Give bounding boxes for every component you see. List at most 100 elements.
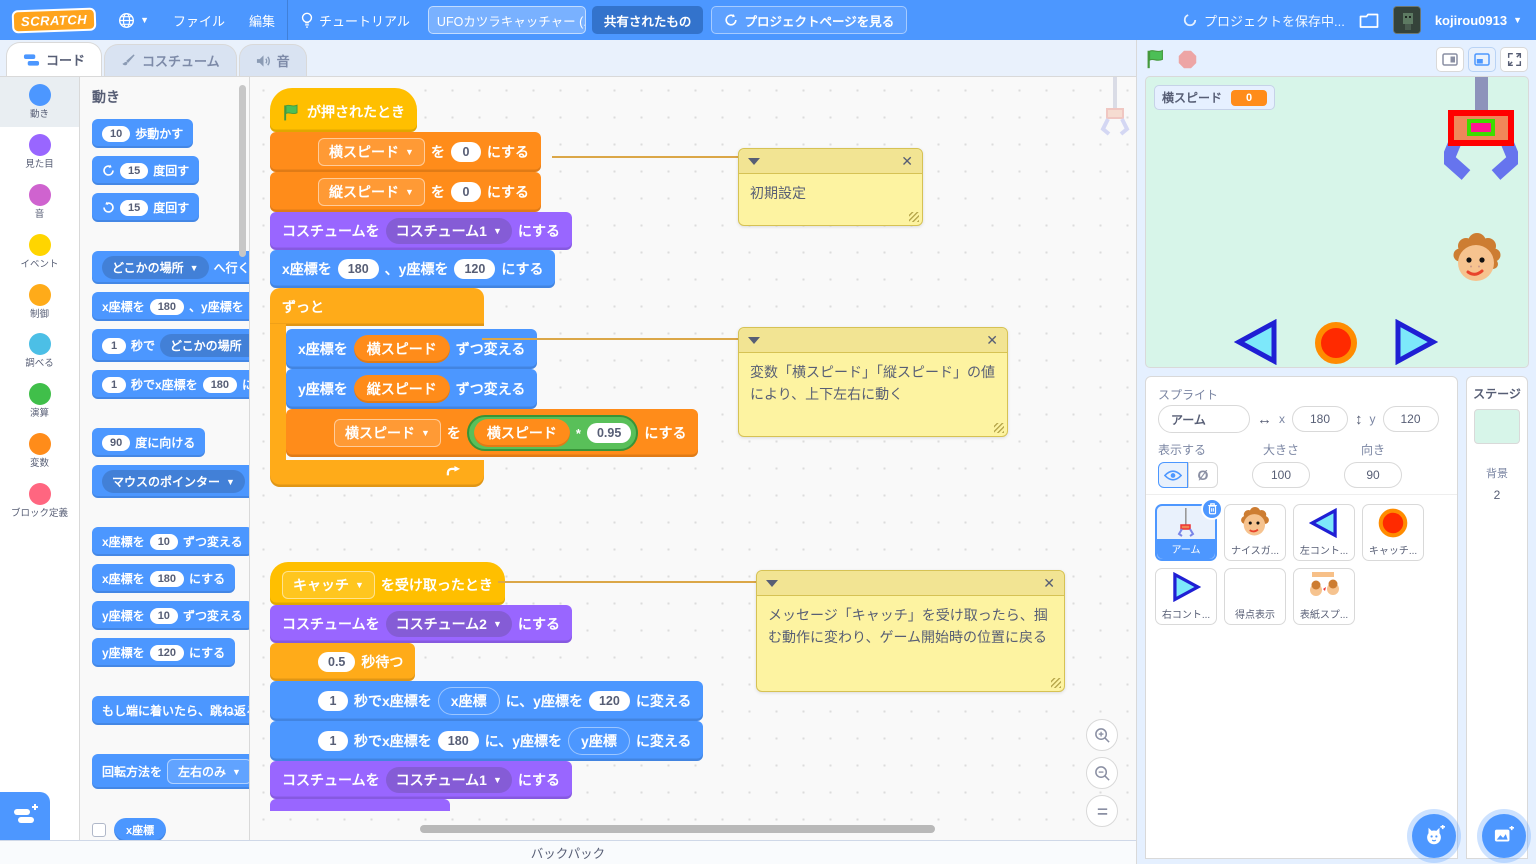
category-動き[interactable]: 動き — [0, 77, 79, 127]
value-input[interactable]: 10 — [102, 125, 131, 142]
account-menu[interactable]: kojirou0913 ▼ — [1434, 12, 1522, 28]
value-input[interactable]: 10 — [149, 533, 178, 550]
value-input[interactable]: 120 — [588, 691, 630, 711]
dropdown-field[interactable]: コスチューム2▼ — [385, 611, 512, 637]
script-comment[interactable]: ✕メッセージ「キャッチ」を受け取ったら、掴む動作に変わり、ゲーム開始時の位置に戻… — [756, 570, 1065, 692]
category-調べる[interactable]: 調べる — [0, 326, 79, 376]
dropdown-field[interactable]: 横スピード▼ — [334, 419, 441, 447]
category-見た目[interactable]: 見た目 — [0, 127, 79, 177]
hide-sprite-button[interactable]: Ø — [1188, 462, 1218, 488]
show-sprite-button[interactable] — [1158, 462, 1188, 488]
sprite-arm[interactable] — [1444, 77, 1518, 181]
dropdown-field[interactable]: マウスのポインター▼ — [102, 470, 245, 493]
sprite-boy[interactable] — [1450, 233, 1504, 287]
value-input[interactable]: 180 — [337, 259, 379, 279]
script-block[interactable]: キャッチ▼を受け取ったとき — [270, 562, 505, 605]
resize-handle[interactable] — [1051, 678, 1061, 688]
scratch-logo[interactable]: SCRATCH — [11, 7, 97, 33]
value-input[interactable]: 180 — [149, 298, 185, 315]
script-comment[interactable]: ✕初期設定 — [738, 148, 923, 226]
backpack-bar[interactable]: バックパック — [0, 840, 1136, 864]
close-icon[interactable]: ✕ — [986, 331, 998, 348]
category-ブロック定義[interactable]: ブロック定義 — [0, 476, 79, 526]
sprite-y-input[interactable]: 120 — [1382, 406, 1439, 432]
dropdown-field[interactable]: 左右のみ▼ — [167, 759, 249, 784]
sprite-x-input[interactable]: 180 — [1292, 406, 1348, 432]
dropdown-field[interactable]: どこかの場所▼ — [160, 334, 249, 357]
sprite-tile-キャッチ[interactable]: キャッチ... — [1362, 504, 1424, 561]
value-input[interactable]: 0.95 — [586, 423, 632, 443]
collapse-icon[interactable] — [748, 157, 760, 165]
multiply-operator[interactable]: 横スピード*0.95 — [466, 415, 639, 451]
value-input[interactable]: 90 — [102, 434, 131, 451]
collapse-icon[interactable] — [748, 336, 760, 344]
stage-selector[interactable]: ステージ 背景 2 — [1466, 376, 1528, 859]
folder-icon[interactable] — [1359, 12, 1379, 29]
script-block[interactable]: が押されたとき — [270, 88, 417, 132]
dropdown-field[interactable]: コスチューム1▼ — [385, 767, 512, 793]
sprite-left-control[interactable] — [1234, 319, 1280, 365]
avatar[interactable] — [1392, 6, 1421, 34]
sprite-direction-input[interactable]: 90 — [1344, 462, 1402, 488]
edit-menu[interactable]: 編集 — [249, 13, 276, 29]
stop-button[interactable] — [1177, 49, 1198, 70]
loop-footer[interactable] — [270, 460, 484, 487]
category-演算[interactable]: 演算 — [0, 376, 79, 426]
loop-header[interactable]: ずっと — [270, 288, 484, 326]
sprite-right-control[interactable] — [1392, 319, 1438, 365]
dropdown-field[interactable]: 縦スピード▼ — [318, 178, 425, 206]
category-音[interactable]: 音 — [0, 177, 79, 227]
script-block[interactable]: コスチュームをコスチューム1▼にする — [270, 212, 573, 250]
dropdown-field[interactable]: どこかの場所▼ — [102, 256, 209, 279]
value-input[interactable]: 1 — [318, 731, 348, 751]
value-input[interactable]: 0 — [450, 142, 481, 162]
value-input[interactable]: 15 — [120, 199, 149, 216]
sprite-tile-表紙スプ[interactable]: 表紙スプ... — [1293, 568, 1355, 625]
value-input[interactable]: 1 — [318, 691, 348, 711]
resize-handle[interactable] — [994, 423, 1004, 433]
fullscreen-button[interactable] — [1500, 46, 1528, 72]
value-input[interactable]: 180 — [202, 376, 238, 393]
small-stage-button[interactable] — [1436, 46, 1464, 72]
tab-sounds[interactable]: 音 — [238, 44, 307, 76]
resize-handle[interactable] — [909, 212, 919, 222]
zoom-in-button[interactable] — [1086, 719, 1118, 751]
category-制御[interactable]: 制御 — [0, 277, 79, 327]
sprite-tile-ナイスガ[interactable]: ナイスガ... — [1224, 504, 1286, 561]
palette-block[interactable]: もし端に着いたら、跳ね返る — [92, 696, 249, 725]
reporter-checkbox[interactable] — [92, 823, 106, 837]
sprite-tile-得点表示[interactable]: 得点表示 — [1224, 568, 1286, 625]
value-input[interactable]: 0 — [450, 182, 481, 202]
shared-badge-button[interactable]: 共有されたもの — [591, 6, 704, 34]
value-input[interactable]: 120 — [248, 298, 249, 315]
close-icon[interactable]: ✕ — [1043, 574, 1055, 591]
language-selector[interactable]: ▼ — [106, 0, 161, 40]
value-input[interactable]: 1 — [102, 376, 126, 393]
script-block[interactable] — [270, 799, 450, 811]
sprite-catch-button[interactable] — [1314, 321, 1358, 365]
value-input[interactable]: 0.5 — [318, 652, 356, 672]
value-input[interactable]: 1 — [102, 337, 126, 354]
horizontal-scrollbar[interactable] — [420, 825, 935, 833]
tab-code[interactable]: コード — [6, 42, 103, 76]
variable-reporter[interactable]: 横スピード — [473, 419, 570, 447]
dropdown-field[interactable]: コスチューム1▼ — [385, 218, 512, 244]
sprite-tile-左コント[interactable]: 左コント... — [1293, 504, 1355, 561]
add-backdrop-button[interactable] — [1482, 814, 1526, 858]
zoom-reset-button[interactable] — [1086, 795, 1118, 827]
